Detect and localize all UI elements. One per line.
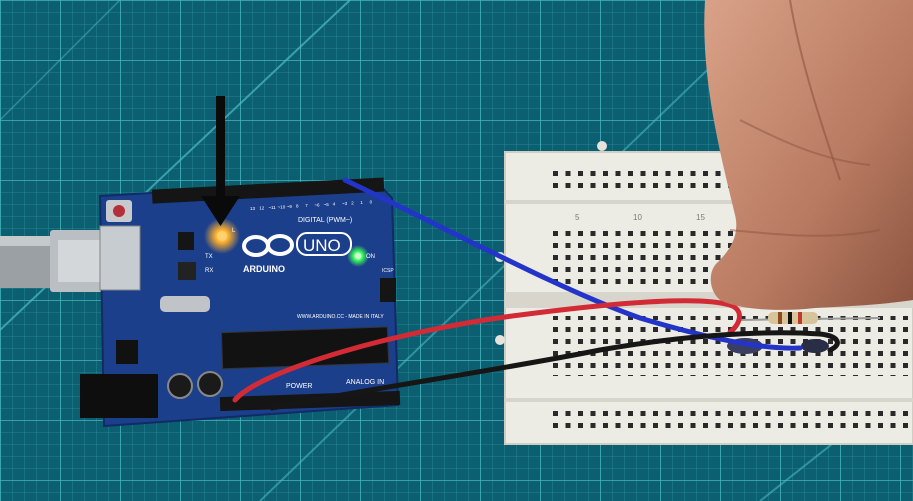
resistor [739,312,881,324]
red-wire [232,298,742,403]
pin-number-label: 12 [259,206,265,211]
column-number: 10 [633,213,642,222]
pin13-led [217,231,227,241]
pin-number-label: 1 [360,200,363,205]
pin-number-label: 13 [250,206,256,211]
uno-model-text: UNO [303,236,341,255]
capacitor [197,371,223,397]
pin-number-label: ~5 [324,202,330,207]
pin-number-label: ~10 [278,205,286,210]
pin-number-label: ~3 [342,201,348,206]
url-label: WWW.ARDUINO.CC - MADE IN ITALY [297,314,384,320]
hand [704,0,913,310]
power-label: POWER [286,383,312,390]
blue-wire [342,177,803,351]
column-number: 15 [696,213,705,222]
pin-number-label: ~9 [287,204,293,209]
capacitor [167,373,193,399]
arduino-board: ARDUINO UNO DIGITAL (PWM~) TX RX L ON IC… [80,177,401,428]
icsp-label: ICSP [382,268,394,274]
analog-label: ANALOG IN [346,379,384,386]
tx-label: TX [205,254,213,260]
dc-jack [80,374,158,418]
pin-number-label: ~11 [268,205,276,210]
digital-label: DIGITAL (PWM~) [298,217,352,224]
column-number: 5 [575,213,580,222]
black-wire [269,330,840,411]
pin-number-label: 8 [296,204,299,209]
arduino-logo [242,234,294,257]
rx-label: RX [205,268,213,274]
arduino-brand-text: ARDUINO [243,264,285,274]
pin-number-label: 7 [305,203,308,208]
pointer-arrow [201,96,240,226]
l-label: L [232,228,236,234]
on-label: ON [366,254,375,260]
pin-number-label: 0 [370,200,373,205]
pin-number-label: ~6 [314,203,320,208]
power-rail-bottom [552,404,912,428]
power-led [354,252,362,260]
usb-b-port [99,225,141,291]
pin-number-label: 4 [333,202,336,207]
pin-number-label: 2 [351,201,354,206]
